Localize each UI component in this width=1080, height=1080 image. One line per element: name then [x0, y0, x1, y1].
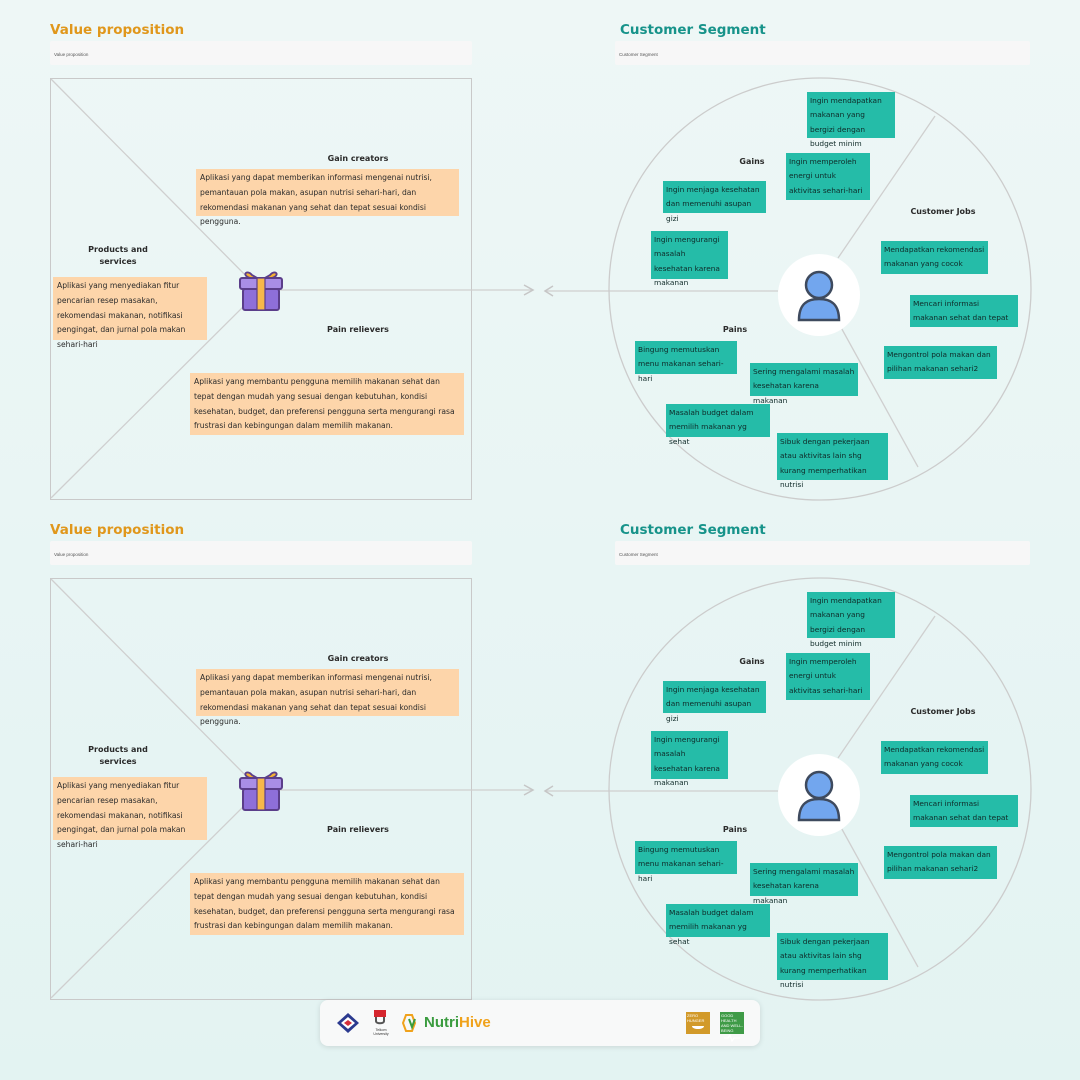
gains-label: Gains — [739, 657, 765, 666]
arrow-right — [523, 784, 535, 796]
user-icon — [797, 270, 841, 322]
customer-segment-title: Customer Segment — [620, 22, 766, 38]
nutrihive-logo-icon — [401, 1014, 417, 1032]
sdg3-badge: GOOD HEALTH AND WELL-BEING — [720, 1012, 744, 1042]
sdg3-label: GOOD HEALTH AND WELL-BEING — [721, 1013, 743, 1033]
products-services-note[interactable]: Aplikasi yang menyediakan fitur pencaria… — [53, 277, 207, 349]
value-proposition-canvas-board: Value proposition Value proposition Cust… — [0, 0, 1080, 501]
products-services-label: Products and services — [88, 745, 148, 766]
job-note[interactable]: Mencari informasi makanan sehat dan tepa… — [910, 795, 1018, 827]
customer-jobs-label: Customer Jobs — [910, 207, 976, 216]
customer-segment-subtitle-bar: Customer Segment — [615, 541, 1030, 565]
pain-relievers-note[interactable]: Aplikasi yang membantu pengguna memilih … — [190, 373, 464, 435]
circle-divider-bottom — [837, 321, 919, 468]
brand-prefix: Nutri — [424, 1014, 459, 1031]
customer-segment-subtitle-bar: Customer Segment — [615, 41, 1030, 65]
products-services-note[interactable]: Aplikasi yang menyediakan fitur pencaria… — [53, 777, 207, 849]
gain-note[interactable]: Ingin mendapatkan makanan yang bergizi d… — [807, 592, 895, 648]
pain-relievers-label: Pain relievers — [327, 825, 389, 834]
value-map-square — [50, 78, 472, 500]
gain-note[interactable]: Ingin menjaga kesehatan dan memenuhi asu… — [663, 181, 766, 223]
brand-suffix: Hive — [459, 1014, 491, 1031]
institution-logo-icon — [337, 1013, 359, 1033]
pain-note[interactable]: Sibuk dengan pekerjaan atau aktivitas la… — [777, 433, 888, 489]
gift-icon — [239, 771, 283, 811]
value-proposition-canvas-board: Value proposition Value proposition Cust… — [0, 500, 1080, 1001]
gain-creators-label: Gain creators — [327, 154, 389, 163]
gain-note[interactable]: Ingin mendapatkan makanan yang bergizi d… — [807, 92, 895, 148]
pain-note[interactable]: Bingung memutuskan menu makanan sehari-h… — [635, 341, 737, 383]
square-diagonal-top — [50, 78, 259, 289]
sdg2-label: ZERO HUNGER — [687, 1013, 705, 1023]
value-proposition-subtitle-bar: Value proposition — [50, 41, 472, 65]
pains-label: Pains — [722, 825, 748, 834]
gain-note[interactable]: Ingin memperoleh energi untuk aktivitas … — [786, 153, 870, 200]
gain-note[interactable]: Ingin memperoleh energi untuk aktivitas … — [786, 653, 870, 700]
job-note[interactable]: Mengontrol pola makan dan pilihan makana… — [884, 346, 997, 379]
pain-note[interactable]: Bingung memutuskan menu makanan sehari-h… — [635, 841, 737, 883]
pain-note[interactable]: Masalah budget dalam memilih makanan yg … — [666, 904, 770, 946]
customer-profile-circle — [608, 77, 1032, 501]
board-top: Value proposition Value proposition Cust… — [0, 0, 1080, 501]
gain-note[interactable]: Ingin menjaga kesehatan dan memenuhi asu… — [663, 681, 766, 723]
sdg2-badge: ZERO HUNGER — [686, 1012, 710, 1034]
job-note[interactable]: Mendapatkan rekomendasi makanan yang coc… — [881, 741, 988, 774]
customer-segment-title: Customer Segment — [620, 522, 766, 538]
telkom-university-label: Telkom University — [373, 1028, 389, 1036]
job-note[interactable]: Mengontrol pola makan dan pilihan makana… — [884, 846, 997, 879]
arrow-right — [523, 284, 535, 296]
pain-note[interactable]: Sibuk dengan pekerjaan atau aktivitas la… — [777, 933, 888, 989]
pain-relievers-label: Pain relievers — [327, 325, 389, 334]
gain-note[interactable]: Ingin mengurangi masalah kesehatan karen… — [651, 231, 728, 287]
bowl-icon — [692, 1026, 704, 1029]
value-proposition-subtitle-bar: Value proposition — [50, 541, 472, 565]
gain-creators-label: Gain creators — [327, 654, 389, 663]
job-note[interactable]: Mencari informasi makanan sehat dan tepa… — [910, 295, 1018, 327]
user-icon — [797, 770, 841, 822]
arrow-left — [543, 285, 554, 297]
square-diagonal-bottom — [50, 791, 259, 999]
pain-note[interactable]: Sering mengalami masalah kesehatan karen… — [750, 863, 858, 905]
board-bottom: Value proposition Value proposition Cust… — [0, 500, 1080, 1001]
gain-note[interactable]: Ingin mengurangi masalah kesehatan karen… — [651, 731, 728, 787]
pain-relievers-note[interactable]: Aplikasi yang membantu pengguna memilih … — [190, 873, 464, 935]
square-diagonal-top — [50, 578, 259, 789]
nutrihive-brand: NutriHive — [424, 1014, 491, 1031]
heartbeat-icon — [724, 1034, 740, 1042]
customer-profile-circle — [608, 577, 1032, 1001]
pains-label: Pains — [722, 325, 748, 334]
customer-jobs-label: Customer Jobs — [910, 707, 976, 716]
circle-divider-top — [837, 615, 936, 759]
square-diagonal-bottom — [50, 291, 259, 499]
products-services-label: Products and services — [88, 245, 148, 266]
circle-divider-top — [837, 115, 936, 259]
customer-avatar — [778, 254, 860, 336]
canvas-lines — [50, 577, 1032, 1001]
pain-note[interactable]: Masalah budget dalam memilih makanan yg … — [666, 404, 770, 446]
job-note[interactable]: Mendapatkan rekomendasi makanan yang coc… — [881, 241, 988, 274]
circle-divider-bottom — [837, 821, 919, 968]
pain-note[interactable]: Sering mengalami masalah kesehatan karen… — [750, 363, 858, 405]
value-map-square — [50, 578, 472, 1000]
customer-avatar — [778, 754, 860, 836]
canvas-lines — [50, 77, 1032, 501]
value-proposition-title: Value proposition — [50, 522, 185, 538]
gift-icon — [239, 271, 283, 311]
arrow-left — [543, 785, 554, 797]
footer-logo-bar: Telkom University NutriHive ZERO HUNGER … — [320, 1000, 760, 1046]
telkom-university-logo-icon — [374, 1010, 386, 1025]
gains-label: Gains — [739, 157, 765, 166]
gain-creators-note[interactable]: Aplikasi yang dapat memberikan informasi… — [196, 169, 459, 226]
value-proposition-title: Value proposition — [50, 22, 185, 38]
gain-creators-note[interactable]: Aplikasi yang dapat memberikan informasi… — [196, 669, 459, 726]
